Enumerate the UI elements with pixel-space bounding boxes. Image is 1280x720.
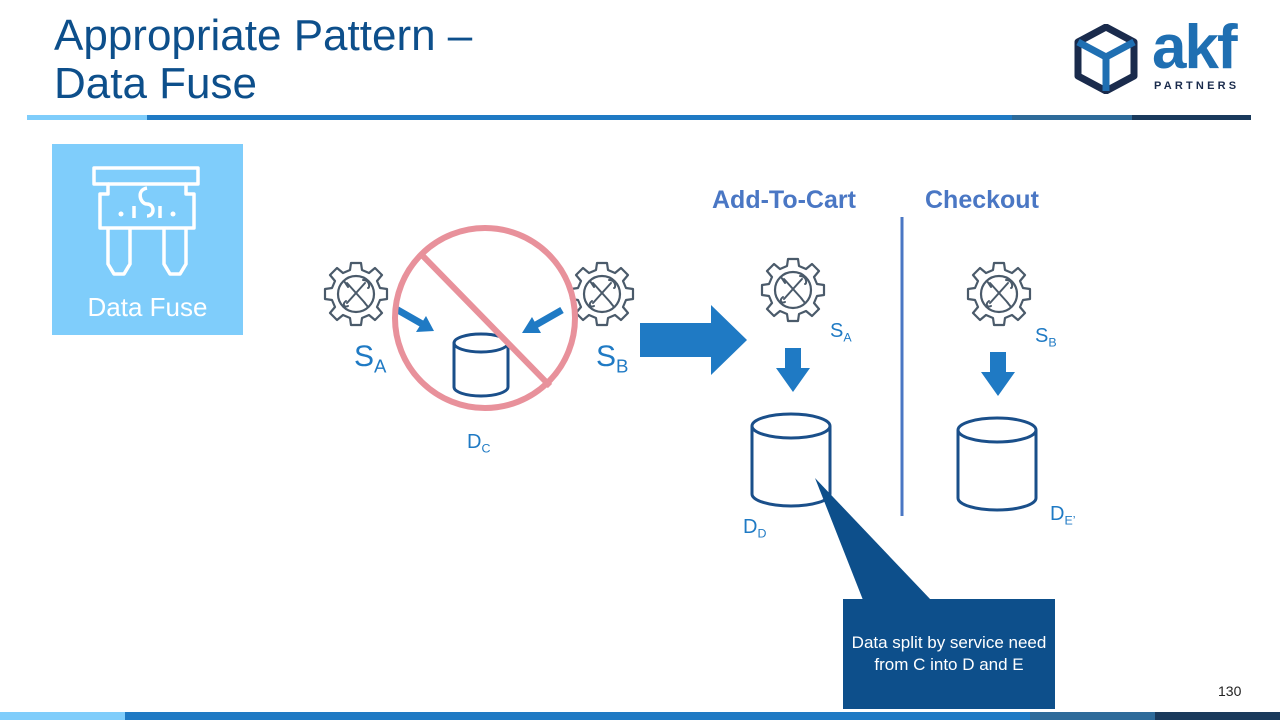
arrow-sb-to-de	[981, 352, 1015, 396]
checkout-gear-icon	[966, 261, 1032, 327]
label-sa-left: SA	[354, 340, 387, 377]
label-sa-cart: SA	[830, 320, 852, 345]
logo-subtitle: PARTNERS	[1154, 80, 1240, 92]
data-fuse-card: Data Fuse	[52, 144, 243, 335]
slide-title: Appropriate Pattern – Data Fuse	[54, 12, 754, 108]
database-e-icon	[956, 416, 1038, 512]
callout-pointer	[815, 478, 931, 600]
title-underline	[27, 115, 1251, 120]
transition-arrow	[640, 305, 747, 375]
heading-checkout: Checkout	[925, 186, 1039, 214]
add-to-cart-gear-icon	[760, 257, 826, 323]
database-d-icon	[750, 412, 832, 508]
cube-logo-icon	[1074, 24, 1138, 94]
label-dd: DD	[743, 516, 767, 541]
akf-logo: akf PARTNERS	[1074, 13, 1254, 96]
title-line-1: Appropriate Pattern –	[54, 11, 473, 60]
callout-text: Data split by service need from C into D…	[851, 633, 1047, 674]
service-a-gear-icon	[323, 261, 389, 327]
database-c-icon	[452, 332, 510, 398]
page-number: 130	[1218, 683, 1242, 699]
footer-bar	[0, 712, 1280, 720]
title-line-2: Data Fuse	[54, 59, 257, 108]
logo-wordmark: akf	[1152, 13, 1238, 82]
callout-box: Data split by service need from C into D…	[843, 599, 1055, 709]
service-b-gear-icon	[569, 261, 635, 327]
arrow-sa-to-dc	[394, 305, 434, 332]
label-sb-left: SB	[596, 340, 629, 377]
heading-add-to-cart: Add-To-Cart	[712, 186, 856, 214]
arrow-sa-to-dd	[776, 348, 810, 392]
label-dc: DC	[467, 431, 491, 456]
no-sign-icon	[392, 225, 578, 411]
data-fuse-label: Data Fuse	[87, 292, 208, 322]
fuse-icon	[92, 166, 200, 276]
arrow-sb-to-dc	[522, 306, 564, 333]
label-de: DE’	[1050, 503, 1076, 528]
label-sb-checkout: SB	[1035, 325, 1057, 350]
